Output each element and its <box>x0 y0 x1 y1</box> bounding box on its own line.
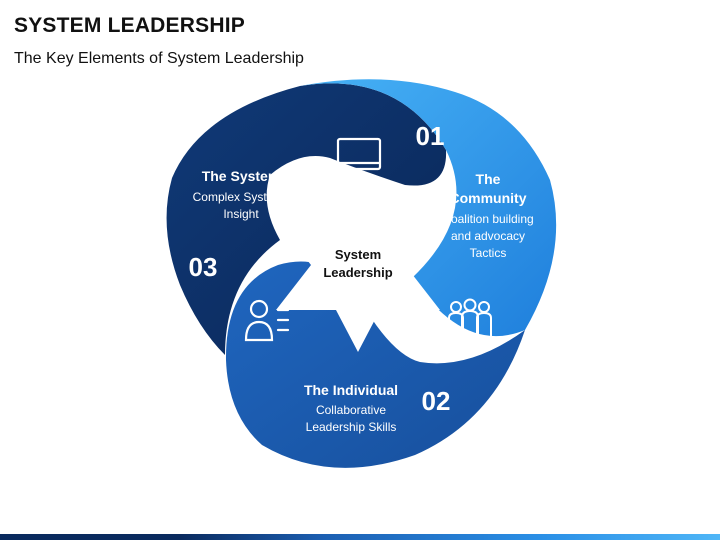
community-title-line1: The <box>476 171 501 187</box>
person-profile-icon <box>244 299 290 342</box>
community-desc-line1: Coalition building <box>442 212 533 226</box>
community-desc-line3: Tactics <box>470 246 507 260</box>
segment-number-02: 02 <box>422 386 451 416</box>
people-group-icon <box>448 298 492 338</box>
individual-title: The Individual <box>304 382 398 398</box>
community-title-line2: Community <box>450 190 527 206</box>
segment-number-03: 03 <box>189 252 218 282</box>
community-desc-line2: and advocacy <box>451 229 525 243</box>
system-title: The System <box>202 168 281 184</box>
center-label-line1: System <box>335 247 381 262</box>
slide-title: SYSTEM LEADERSHIP <box>14 14 245 37</box>
system-segment <box>166 83 447 355</box>
segment-number-01: 01 <box>416 121 445 151</box>
community-segment <box>300 79 557 337</box>
monitor-icon <box>336 137 382 178</box>
individual-desc-line1: Collaborative <box>316 403 386 417</box>
center-label-line2: Leadership <box>323 265 392 280</box>
system-desc-line2: Insight <box>223 207 259 221</box>
individual-desc-line2: Leadership Skills <box>306 420 397 434</box>
individual-segment <box>225 261 525 468</box>
system-desc-line1: Complex Systems <box>193 190 290 204</box>
bottom-accent-bar <box>0 534 720 540</box>
center-star <box>276 178 440 352</box>
slide-subtitle: The Key Elements of System Leadership <box>14 50 304 67</box>
